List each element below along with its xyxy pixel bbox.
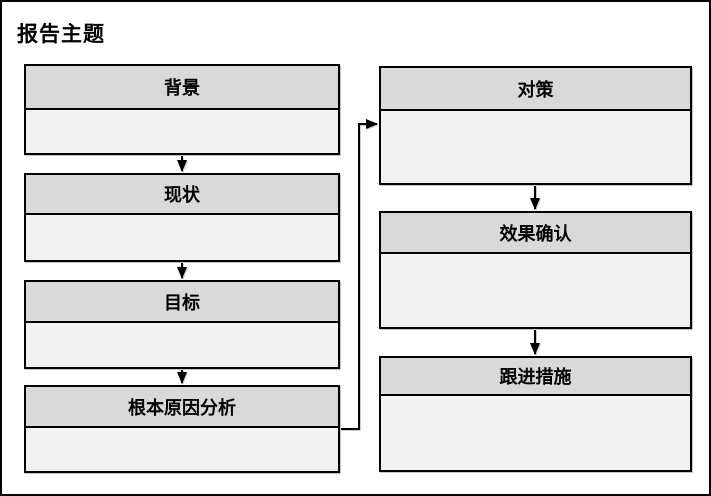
box-current-state-body xyxy=(26,215,338,260)
box-goal-body xyxy=(26,323,338,367)
box-background-label: 背景 xyxy=(164,78,200,98)
box-root-cause-analysis-body xyxy=(26,428,338,471)
box-effect-confirmation-header: 效果确认 xyxy=(381,213,690,254)
box-current-state-label: 现状 xyxy=(164,185,200,205)
box-goal-label: 目标 xyxy=(164,292,200,313)
box-follow-up-actions-label: 跟进措施 xyxy=(499,367,572,387)
box-follow-up-actions: 跟进措施 xyxy=(379,356,692,472)
page-title: 报告主题 xyxy=(17,23,105,46)
box-root-cause-analysis: 根本原因分析 xyxy=(24,385,340,473)
box-background-body xyxy=(26,110,338,153)
box-background: 背景 xyxy=(24,64,340,155)
box-follow-up-actions-header: 跟进措施 xyxy=(381,358,690,396)
box-countermeasures: 对策 xyxy=(379,66,692,185)
box-root-cause-analysis-label: 根本原因分析 xyxy=(128,397,236,418)
box-effect-confirmation: 效果确认 xyxy=(379,211,692,329)
box-root-cause-analysis-header: 根本原因分析 xyxy=(26,387,338,428)
box-effect-confirmation-body xyxy=(381,254,690,327)
box-countermeasures-header: 对策 xyxy=(381,68,690,111)
box-goal-header: 目标 xyxy=(26,282,338,323)
box-background-header: 背景 xyxy=(26,66,338,110)
box-goal: 目标 xyxy=(24,280,340,369)
box-follow-up-actions-body xyxy=(381,396,690,470)
box-current-state-header: 现状 xyxy=(26,175,338,215)
box-effect-confirmation-label: 效果确认 xyxy=(499,223,572,244)
connector-root-cause-to-countermeasures-icon xyxy=(341,119,378,430)
box-current-state: 现状 xyxy=(24,173,340,262)
box-countermeasures-label: 对策 xyxy=(517,79,554,100)
box-countermeasures-body xyxy=(381,111,690,183)
